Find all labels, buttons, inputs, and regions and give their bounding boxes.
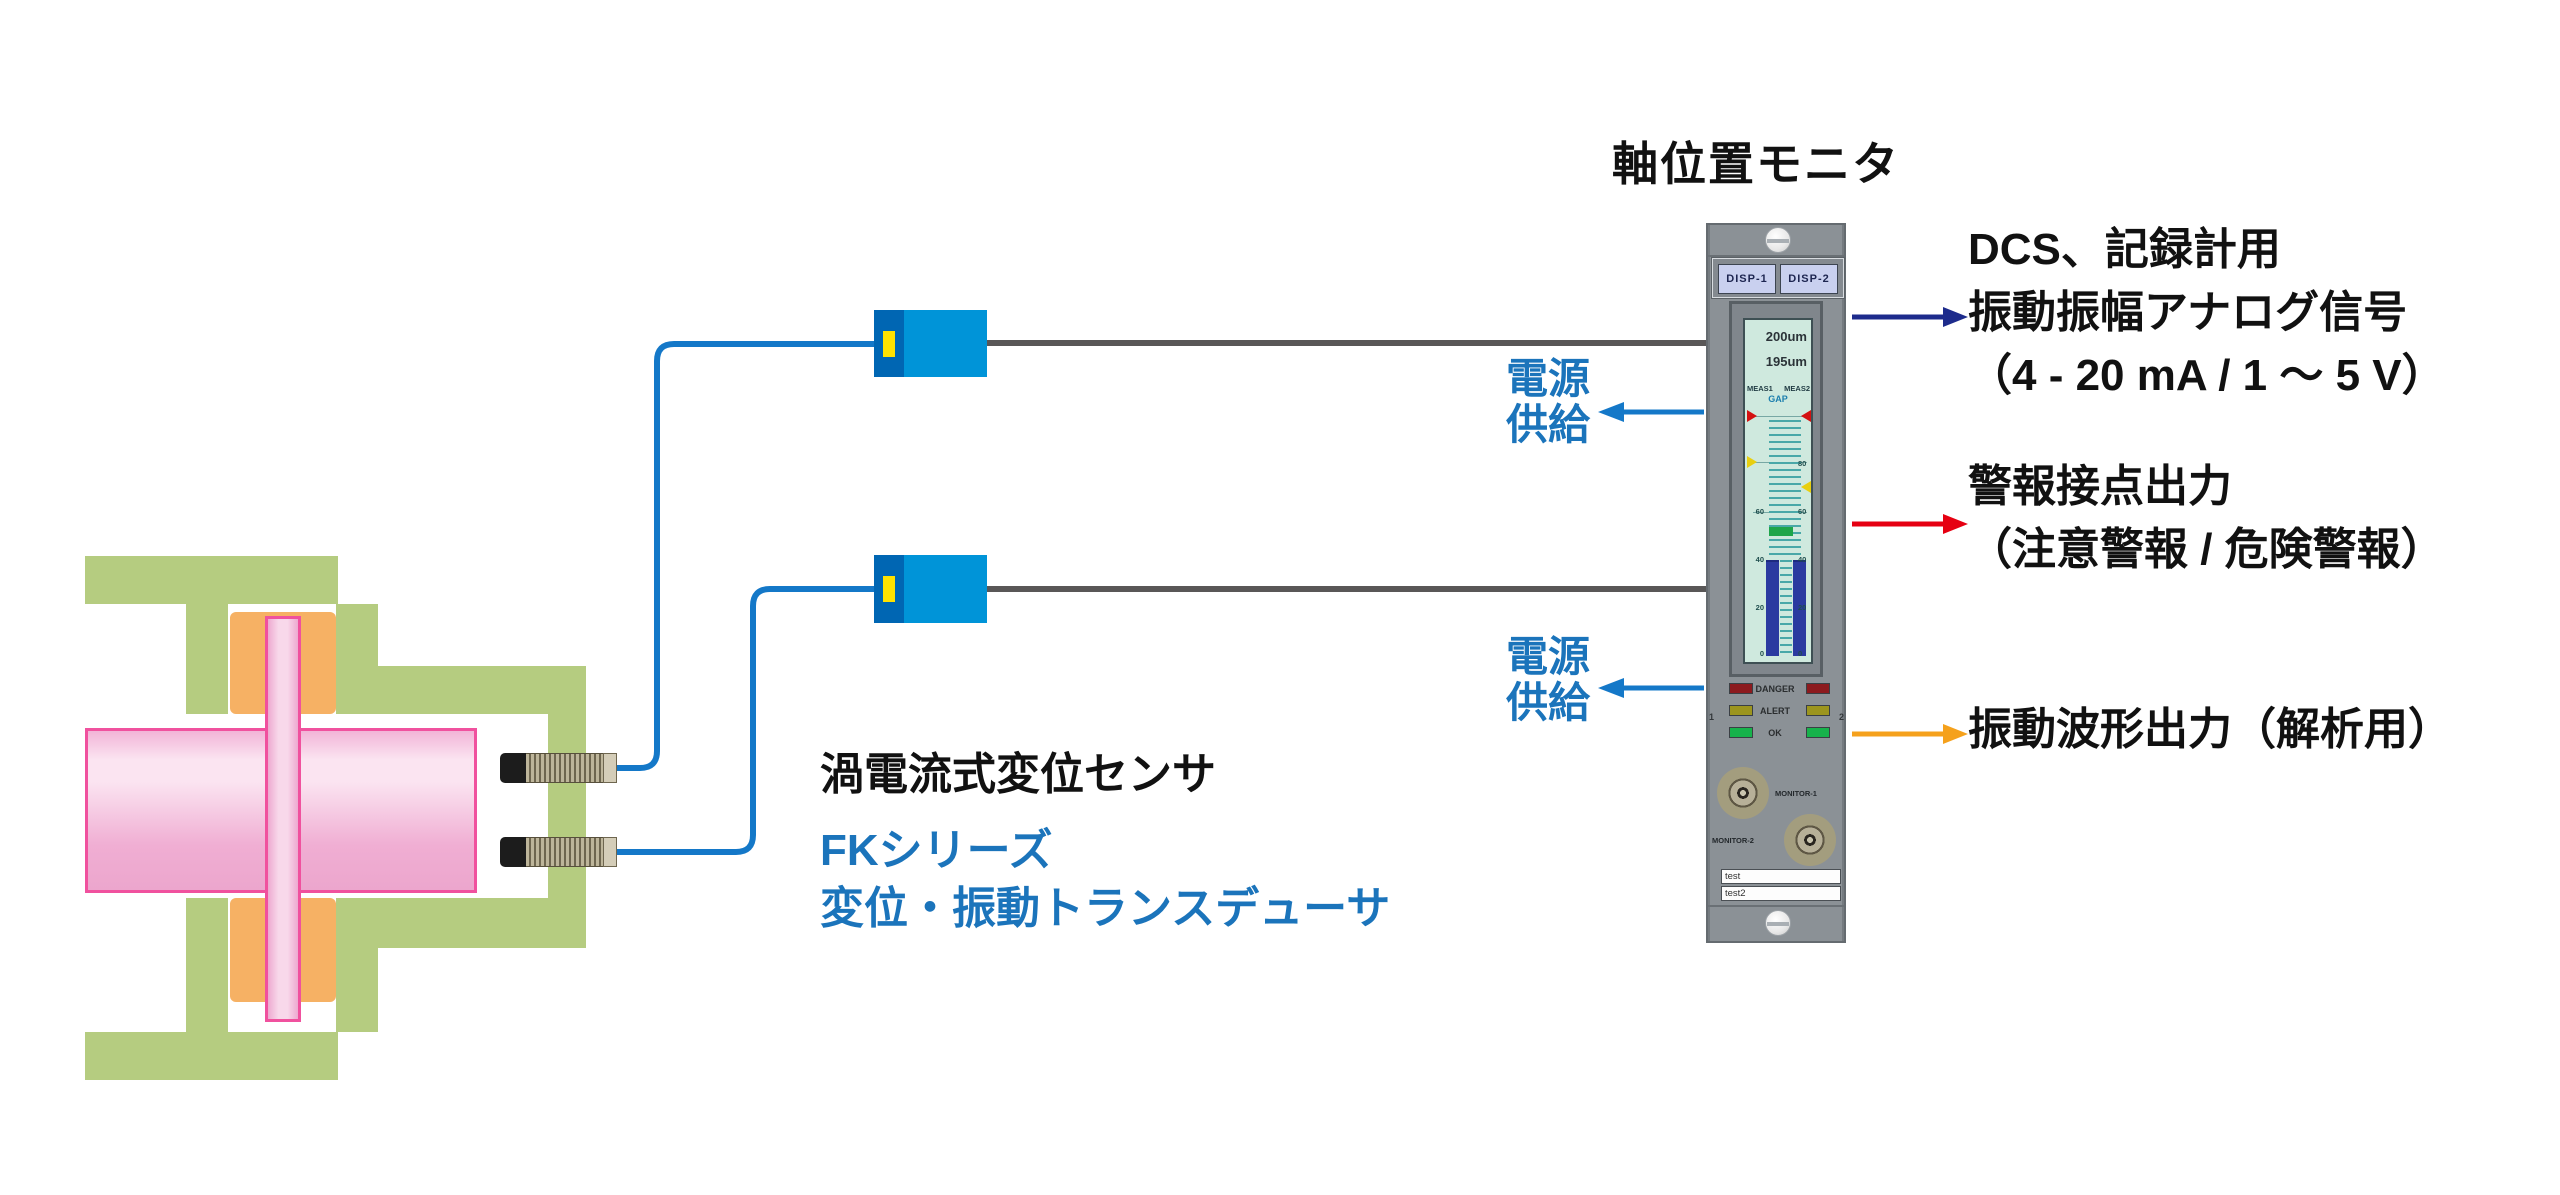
alarm-output-arrow — [1852, 514, 1968, 534]
bnc-connector-monitor-2 — [1784, 814, 1836, 866]
scale-line-top — [1753, 416, 1807, 417]
scale-num: 40 — [1755, 555, 1764, 564]
transducer-label: FKシリーズ 変位・振動トランスデューサ — [820, 826, 1391, 933]
red-marker-left — [1747, 410, 1757, 422]
thrust-collar — [265, 616, 301, 1022]
tag-strip-1: test — [1721, 869, 1841, 884]
sensor-tip — [500, 837, 526, 867]
sensor-connector — [603, 753, 617, 783]
tag-strip-2: test2 — [1721, 886, 1841, 901]
monitor-1-label: MONITOR-1 — [1775, 789, 1817, 798]
converter-box-2 — [874, 555, 987, 623]
sensor-cable-2 — [617, 586, 876, 855]
gap-label: GAP — [1768, 394, 1788, 404]
scale-num: 0 — [1798, 649, 1803, 658]
scale-num: 80 — [1798, 459, 1807, 468]
reading-2: 195um — [1765, 354, 1807, 369]
scale-num: 40 — [1798, 555, 1807, 564]
housing-upper-left-stem — [186, 604, 228, 714]
sensor-threaded-body — [526, 837, 603, 867]
housing-lower-left-stem — [186, 898, 228, 1032]
power-supply-label-2: 電源 供給 — [1505, 633, 1590, 726]
sensor-cable-1 — [617, 341, 876, 771]
sensor-tip — [500, 753, 526, 783]
ok-led-1 — [1729, 727, 1753, 738]
converter-indicator — [883, 576, 895, 602]
bnc-connector-monitor-1 — [1717, 767, 1769, 819]
power-supply-label-1: 電源 供給 — [1505, 355, 1590, 448]
monitor-bottom-screw — [1765, 910, 1791, 936]
meas1-label: MEAS1 — [1747, 384, 1773, 393]
yellow-marker-left — [1747, 456, 1757, 468]
yellow-marker-right — [1801, 481, 1811, 493]
waveform-output-text: 振動波形出力（解析用） — [1968, 705, 2452, 754]
monitor-title: 軸位置モニタ — [1612, 138, 1900, 190]
housing-bottom-bar — [85, 1032, 338, 1080]
sensor-connector — [603, 837, 617, 867]
converter-box-1 — [874, 310, 987, 377]
ok-label: OK — [1768, 728, 1782, 738]
bargraph-2 — [1793, 560, 1806, 656]
disp-button-panel: DISP-1 DISP-2 — [1711, 257, 1845, 299]
scale-ticks-lower — [1780, 560, 1792, 654]
green-level-bar — [1769, 527, 1793, 536]
scale-num: 20 — [1798, 603, 1807, 612]
alarm-output-text: 警報接点出力 （注意警報 / 危険警報） — [1968, 462, 2445, 574]
housing-lower-right-wall — [336, 898, 378, 1032]
alert-label: ALERT — [1760, 706, 1790, 716]
alert-led-2 — [1806, 705, 1830, 716]
monitor-separator-top — [1708, 255, 1844, 257]
dcs-output-arrow — [1852, 307, 1968, 327]
housing-upper-arm — [336, 666, 586, 714]
display-screen: 200um 195um MEAS1 MEAS2 GAP 60 40 20 0 8… — [1743, 318, 1813, 664]
waveform-output-arrow — [1852, 724, 1968, 744]
meas2-label: MEAS2 — [1784, 384, 1810, 393]
disp-2-button: DISP-2 — [1780, 264, 1838, 294]
scale-ticks-upper — [1769, 420, 1801, 560]
bargraph-1 — [1766, 560, 1779, 656]
disp-1-button: DISP-1 — [1718, 264, 1776, 294]
monitor-2-label: MONITOR-2 — [1712, 836, 1754, 845]
displacement-sensor-2 — [500, 837, 617, 867]
channel-1-number: 1 — [1709, 712, 1715, 722]
sensor-threaded-body — [526, 753, 603, 783]
scale-num: 60 — [1798, 507, 1807, 516]
monitor-top-screw — [1765, 227, 1791, 253]
scale-num: 60 — [1755, 507, 1764, 516]
power-supply-arrow-1 — [1598, 402, 1704, 422]
reading-1: 200um — [1765, 329, 1807, 344]
sensor-label: 渦電流式変位センサ — [820, 750, 1216, 799]
monitor-separator-bottom — [1708, 905, 1844, 907]
danger-led-1 — [1729, 683, 1753, 694]
channel-2-number: 2 — [1839, 712, 1845, 722]
power-supply-arrow-2 — [1598, 678, 1704, 698]
alert-led-1 — [1729, 705, 1753, 716]
converter-indicator — [883, 331, 895, 357]
scale-num: 0 — [1759, 649, 1764, 658]
scale-num: 20 — [1755, 603, 1764, 612]
danger-led-2 — [1806, 683, 1830, 694]
displacement-sensor-1 — [500, 753, 617, 783]
danger-label: DANGER — [1755, 684, 1795, 694]
dcs-output-text: DCS、記録計用 振動振幅アナログ信号 （4 - 20 mA / 1 ～ 5 V… — [1968, 225, 2446, 400]
red-marker-right — [1801, 410, 1811, 422]
housing-top-bar — [85, 556, 338, 604]
ok-led-2 — [1806, 727, 1830, 738]
